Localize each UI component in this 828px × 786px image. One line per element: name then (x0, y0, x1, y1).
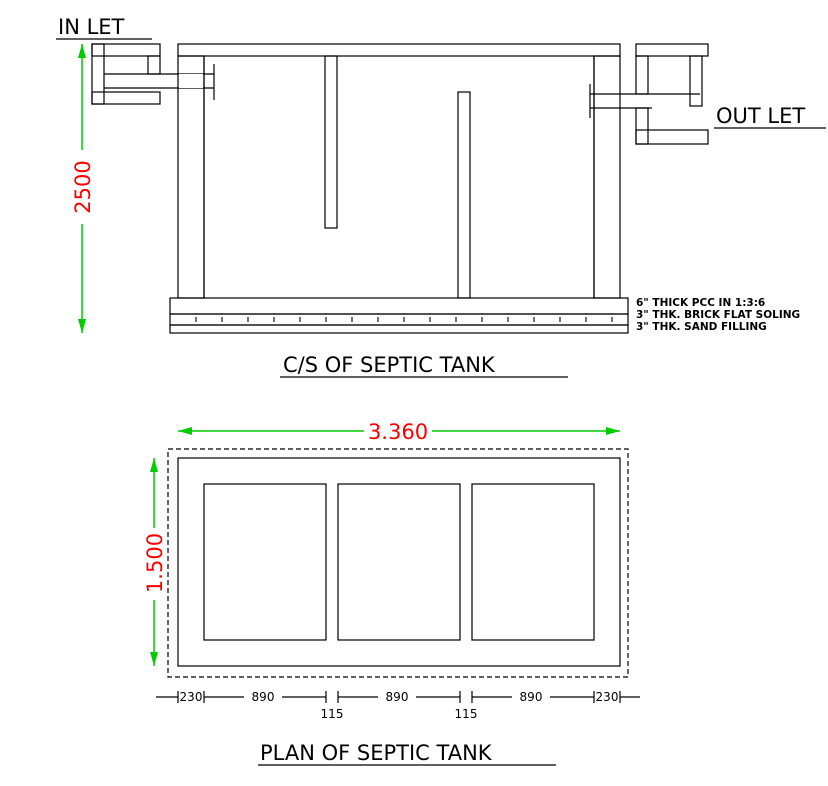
height-dim-arrow-bottom (78, 319, 86, 333)
inlet-chamber-top (91, 43, 161, 57)
bottom-dimension-chain: 230 890 890 890 230 115 115 (156, 690, 640, 721)
width-dim-label-bg (143, 528, 165, 600)
inlet-chamber-bottom (91, 91, 161, 105)
tank-right-wall (593, 55, 621, 299)
plan-chamber-1 (203, 483, 327, 641)
base-note-pcc: 6" THICK PCC IN 1:3:6 (636, 297, 765, 309)
plan-outer-wall (177, 457, 621, 667)
outlet-chamber-right-wall (689, 55, 703, 107)
inlet-chamber-right-wall (147, 55, 161, 75)
baffle-wall-1 (324, 55, 338, 229)
outlet-chamber-lower-left-wall (635, 107, 649, 145)
outlet-chamber-bottom (635, 129, 709, 145)
length-dim-arrow-left (178, 427, 192, 435)
dim-label-chamber-1: 890 (252, 690, 275, 704)
dim-label-chamber-2: 890 (386, 690, 409, 704)
outlet-label: OUT LET (716, 104, 805, 128)
tank-top-slab (177, 43, 621, 57)
width-dim-arrow-bottom (150, 652, 158, 666)
length-dim-arrow-right (606, 427, 620, 435)
base-brick-soling-layer (169, 313, 629, 326)
inlet-chamber-left-wall (91, 43, 105, 105)
cross-section-view: IN LET OUT LET (56, 15, 826, 378)
height-dim-arrow-top (78, 44, 86, 58)
baffle-wall-2 (457, 91, 471, 299)
base-note-sand: 3" THK. SAND FILLING (636, 321, 767, 333)
tank-left-wall-pipe-gap (179, 74, 203, 88)
dim-label-chamber-3: 890 (520, 690, 543, 704)
base-pcc-layer (169, 297, 629, 315)
width-dimension-label: 1.500 (143, 533, 167, 593)
dim-label-partition-1: 115 (321, 707, 344, 721)
outlet-chamber-left-wall (635, 55, 649, 95)
height-dimension-label: 2500 (71, 160, 95, 213)
plan-title: PLAN OF SEPTIC TANK (260, 741, 493, 765)
outlet-chamber-top (635, 43, 709, 57)
tank-right-wall-pipe-gap (595, 94, 619, 108)
base-sand-layer (169, 324, 629, 334)
brick-soling-joints (195, 317, 613, 322)
width-dim-arrow-top (150, 458, 158, 472)
plan-foundation-outline (167, 448, 629, 678)
inlet-label: IN LET (58, 15, 125, 39)
dim-label-wall-right: 230 (596, 690, 619, 704)
tank-left-wall (177, 55, 205, 299)
dim-label-partition-2: 115 (455, 707, 478, 721)
plan-view: 3.360 1.500 (143, 419, 640, 766)
cross-section-title: C/S OF SEPTIC TANK (283, 353, 496, 377)
base-note-brick: 3" THK. BRICK FLAT SOLING (636, 309, 800, 321)
length-dimension-label: 3.360 (368, 420, 428, 444)
length-dim-label-bg (364, 419, 432, 443)
dim-label-wall-left: 230 (180, 690, 203, 704)
plan-chamber-2 (337, 483, 461, 641)
height-dim-label-bg (72, 150, 92, 224)
plan-chamber-3 (471, 483, 595, 641)
